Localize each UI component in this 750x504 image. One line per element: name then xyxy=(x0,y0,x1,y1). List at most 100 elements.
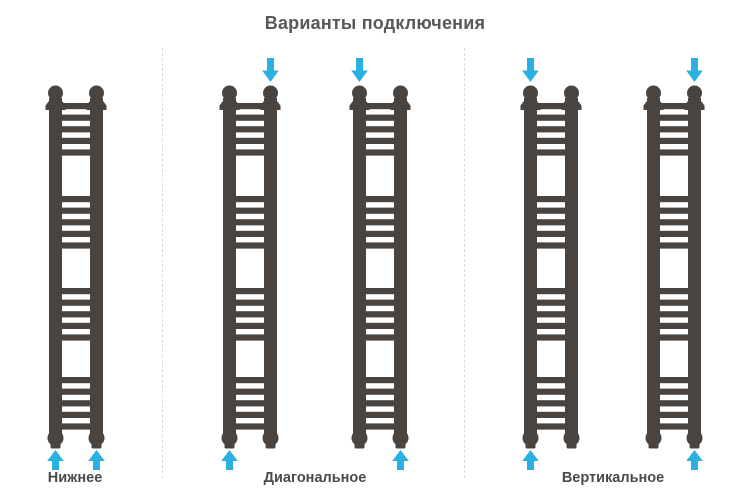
rung xyxy=(55,400,96,407)
rung xyxy=(653,114,695,121)
rung xyxy=(653,137,695,144)
rung xyxy=(55,137,96,144)
towel-rail-diagram xyxy=(520,58,582,470)
rung xyxy=(55,219,96,226)
rung xyxy=(359,388,401,395)
rung xyxy=(229,149,270,156)
top-cap xyxy=(393,85,408,101)
left-rail xyxy=(643,85,664,449)
rung xyxy=(359,299,401,306)
top-cap xyxy=(88,85,104,101)
rung xyxy=(55,149,96,156)
rung xyxy=(530,137,572,144)
arrow-up-icon xyxy=(686,450,703,470)
foot-stub xyxy=(265,443,275,449)
rung xyxy=(653,103,695,110)
foot xyxy=(522,430,539,446)
rung xyxy=(359,196,401,203)
rung xyxy=(55,411,96,418)
rung xyxy=(229,230,270,237)
foot-stub xyxy=(689,443,700,449)
foot xyxy=(351,430,368,446)
rung xyxy=(653,377,695,384)
foot-stub xyxy=(648,443,659,449)
rung xyxy=(653,334,695,341)
rung xyxy=(530,114,572,121)
rung xyxy=(55,423,96,430)
rung xyxy=(530,103,572,110)
foot xyxy=(563,430,580,446)
rung xyxy=(229,137,270,144)
rung xyxy=(55,207,96,214)
rung xyxy=(653,242,695,249)
rung xyxy=(653,423,695,430)
rung xyxy=(530,126,572,133)
rung xyxy=(229,423,270,430)
rung xyxy=(653,126,695,133)
rung xyxy=(229,207,270,214)
rung xyxy=(359,103,401,110)
top-cap xyxy=(564,85,579,101)
rung xyxy=(653,311,695,318)
rung xyxy=(229,334,270,341)
rung xyxy=(530,411,572,418)
rung xyxy=(653,149,695,156)
rung xyxy=(229,311,270,318)
rung xyxy=(229,114,270,121)
rung xyxy=(530,388,572,395)
rung xyxy=(653,207,695,214)
rung xyxy=(229,126,270,133)
left-rail xyxy=(219,85,239,449)
right-rail xyxy=(260,85,280,449)
rung xyxy=(229,103,270,110)
rung xyxy=(359,288,401,295)
rung xyxy=(55,242,96,249)
top-cap xyxy=(523,85,538,101)
group-separator xyxy=(162,48,163,478)
foot xyxy=(47,430,63,446)
rung xyxy=(530,230,572,237)
rung xyxy=(55,114,96,121)
foot xyxy=(221,430,237,446)
towel-rail-diagram xyxy=(643,58,705,470)
rung xyxy=(55,311,96,318)
rung xyxy=(359,230,401,237)
rung xyxy=(359,423,401,430)
rung xyxy=(359,114,401,121)
rung xyxy=(229,288,270,295)
towel-rail-diagram xyxy=(349,58,411,470)
foot xyxy=(686,430,703,446)
rung xyxy=(55,322,96,329)
arrow-down-icon xyxy=(351,58,368,82)
page-title: Варианты подключения xyxy=(264,13,486,33)
rung xyxy=(530,288,572,295)
rung xyxy=(359,377,401,384)
rung xyxy=(359,322,401,329)
rung xyxy=(653,322,695,329)
foot xyxy=(645,430,662,446)
rung xyxy=(530,207,572,214)
rung xyxy=(530,311,572,318)
foot-stub xyxy=(91,443,101,449)
arrow-down-icon xyxy=(261,58,279,82)
rung xyxy=(530,377,572,384)
towel-rail-diagram xyxy=(45,85,106,470)
right-rail xyxy=(561,85,582,449)
rung xyxy=(55,288,96,295)
top-cap xyxy=(262,85,278,101)
rung xyxy=(653,299,695,306)
rung xyxy=(359,126,401,133)
rung xyxy=(229,299,270,306)
rung xyxy=(55,230,96,237)
foot xyxy=(262,430,278,446)
rung xyxy=(530,299,572,306)
connection-type-label: Нижнее xyxy=(47,470,103,486)
rung xyxy=(55,377,96,384)
rung xyxy=(229,322,270,329)
connection-type-label: Диагональное xyxy=(263,470,367,486)
rung xyxy=(653,219,695,226)
towel-rail-diagram xyxy=(219,58,280,470)
foot-stub xyxy=(354,443,365,449)
rung xyxy=(530,219,572,226)
rung xyxy=(653,400,695,407)
